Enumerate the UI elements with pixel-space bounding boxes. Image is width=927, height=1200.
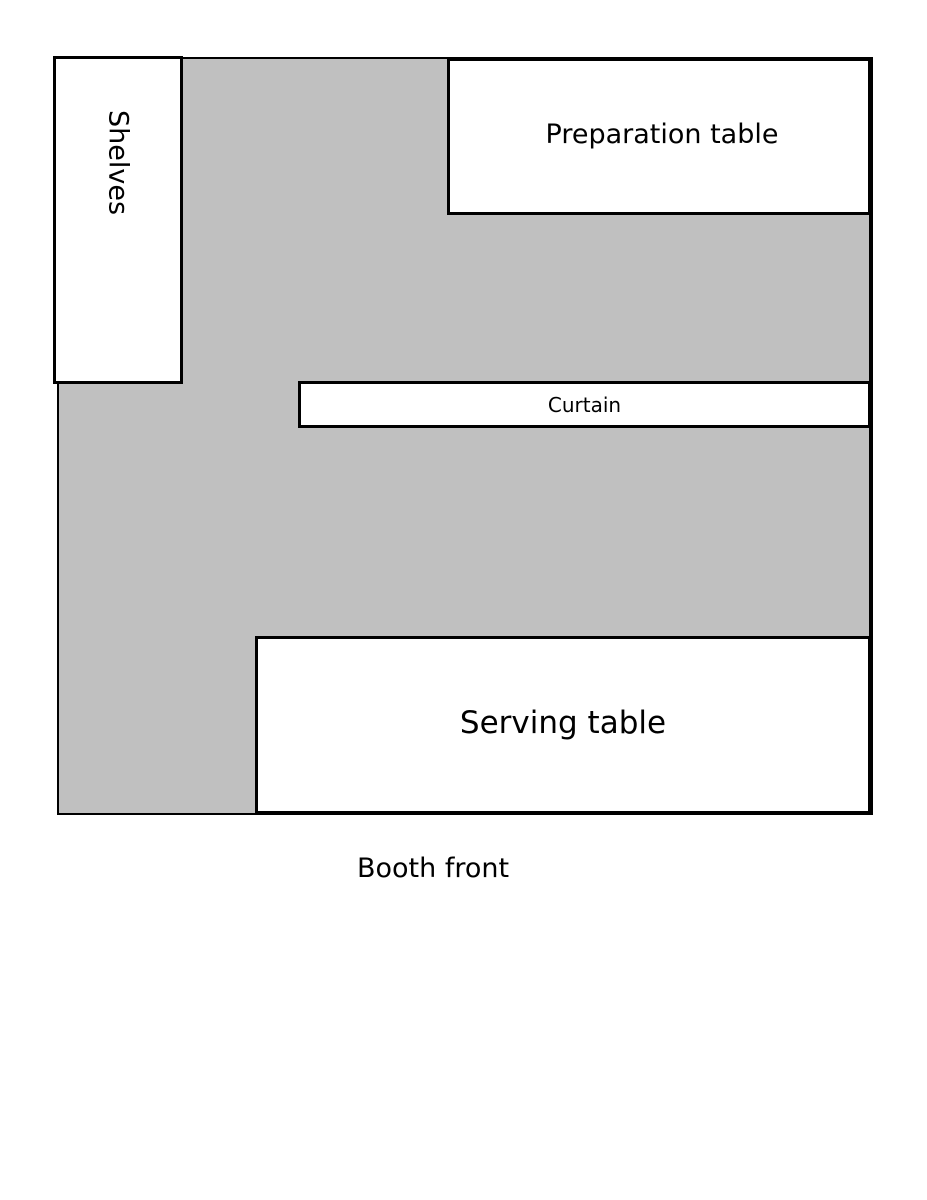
preparation-table-label: Preparation table	[545, 119, 779, 150]
booth-front-label: Booth front	[357, 853, 510, 884]
serving-table-block: Serving table	[255, 636, 871, 814]
serving-table-label: Serving table	[459, 705, 667, 741]
preparation-table-block: Preparation table	[447, 58, 871, 215]
curtain-label: Curtain	[547, 392, 622, 417]
curtain-block: Curtain	[298, 381, 871, 428]
shelves-label: Shelves	[102, 110, 134, 216]
shelves-block: Shelves	[53, 56, 183, 384]
